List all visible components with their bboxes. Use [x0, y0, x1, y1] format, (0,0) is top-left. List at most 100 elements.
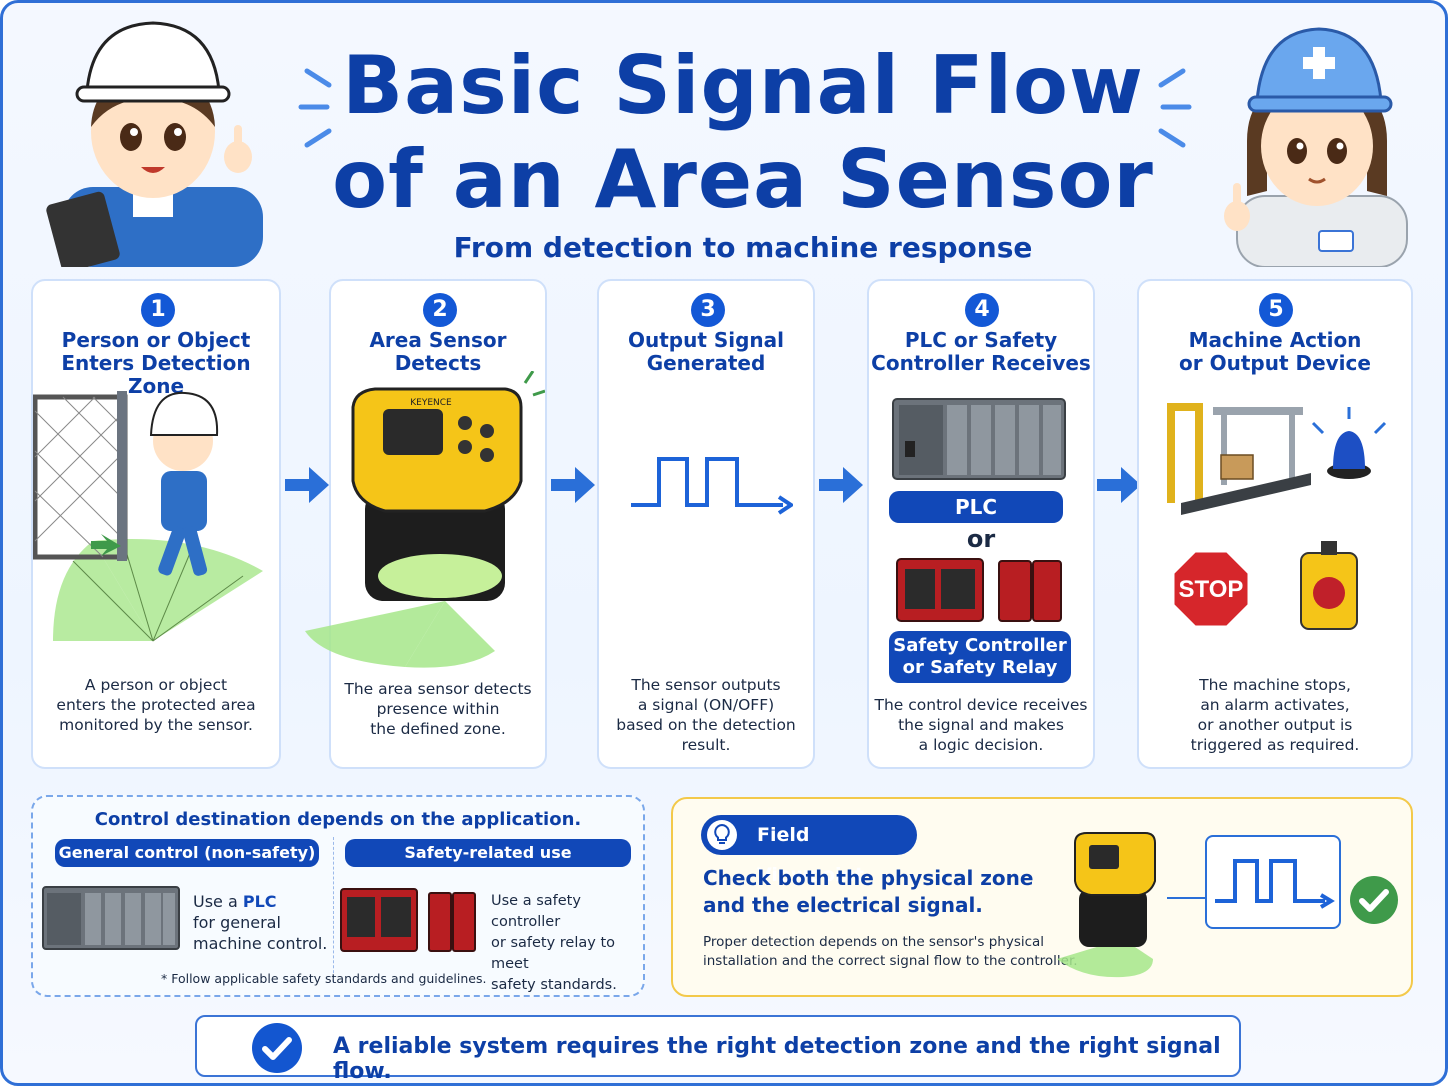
step-description: The area sensor detects presence within …: [331, 679, 545, 739]
checkmark-green-icon: [1350, 876, 1398, 924]
step-description-line: The sensor outputs: [631, 676, 781, 694]
step-description-line: The control device receives: [874, 696, 1088, 714]
field-body-line: installation and the correct signal flow…: [703, 953, 1078, 969]
flow-arrow-right-icon: [285, 467, 329, 503]
general-control-text-line: for general: [193, 913, 281, 932]
step-title-line: Person or Object: [61, 328, 251, 352]
pulse-signal-small-icon: [1215, 859, 1335, 909]
page-subtitle: From detection to machine response: [453, 231, 1033, 264]
field-heading: Check both the physical zone and the ele…: [703, 865, 1033, 919]
step-description: The sensor outputs a signal (ON/OFF) bas…: [599, 675, 813, 755]
area-sensor-small-illustration: [1057, 832, 1156, 978]
title-line-1: Basic Signal Flow: [342, 39, 1144, 132]
or-label: or: [966, 525, 996, 553]
step-description: The control device receives the signal a…: [869, 695, 1093, 755]
step-description-line: result.: [681, 736, 731, 754]
step-description: A person or object enters the protected …: [33, 675, 279, 735]
safety-controller-label-line: Safety Controller: [893, 635, 1067, 656]
step-description-line: the defined zone.: [370, 720, 506, 738]
step-description-line: The machine stops,: [1199, 676, 1351, 694]
step-title-line: PLC or Safety: [904, 328, 1058, 352]
sparkle-right-icon: [1158, 68, 1192, 148]
step-title-line: Controller Receives: [871, 351, 1091, 375]
field-heading-line: and the electrical signal.: [703, 893, 983, 917]
field-body-line: Proper detection depends on the sensor's…: [703, 934, 1045, 950]
lightbulb-icon: [707, 820, 737, 850]
step-number-badge: 1: [141, 293, 175, 327]
safety-controller-illustration: [896, 558, 1062, 622]
sparkle-left-icon: [298, 68, 332, 148]
step-description-line: presence within: [376, 700, 500, 718]
step-title-line: or Output Device: [1179, 351, 1371, 375]
step-description-line: monitored by the sensor.: [59, 716, 253, 734]
flow-arrow-right-icon: [1097, 467, 1141, 503]
safety-use-text-line: Use a safety controller: [491, 893, 581, 930]
safety-use-text: Use a safety controller or safety relay …: [491, 891, 643, 996]
signal-frame: [1205, 835, 1341, 929]
step-description-line: an alarm activates,: [1200, 696, 1350, 714]
general-control-text-prefix: Use a: [193, 892, 243, 911]
step-number-badge: 2: [423, 293, 457, 327]
sensor-brand-text: KEYENCE: [410, 398, 452, 408]
title-line-2: of an Area Sensor: [332, 133, 1154, 226]
flow-arrow-right-icon: [819, 467, 863, 503]
step-description-line: a signal (ON/OFF): [637, 696, 775, 714]
step-description-line: The area sensor detects: [344, 680, 532, 698]
field-body: Proper detection depends on the sensor's…: [703, 933, 1078, 971]
step-description-line: based on the detection: [616, 716, 796, 734]
safety-use-label: Safety-related use: [345, 839, 631, 867]
step-card-2: 2 Area Sensor Detects KEYENCE The area s…: [305, 279, 547, 769]
step-title-line: Enters Detection Zone: [61, 351, 251, 398]
step-card-5: 5 Machine Action or Output Device STOP T…: [1137, 279, 1413, 769]
safety-use-text-line: or safety relay to meet: [491, 935, 616, 972]
safety-controller-small-illustration: [340, 888, 476, 952]
step-title-line: Area Sensor: [369, 328, 507, 352]
step-title-line: Generated: [646, 351, 766, 375]
field-viewpoint-badge: Field Viewpoint: [701, 815, 917, 886]
step-description: The machine stops, an alarm activates, o…: [1139, 675, 1411, 755]
step-description-line: or another output is: [1197, 716, 1353, 734]
safety-controller-label-line: or Safety Relay: [902, 657, 1058, 678]
plc-unit-small-illustration: [42, 886, 180, 950]
safety-note: * Follow applicable safety standards and…: [161, 971, 487, 986]
field-viewpoint-badge-text: Field Viewpoint: [757, 824, 865, 886]
step-card-1: 1 Person or Object Enters Detection Zone: [31, 279, 281, 769]
step-description-line: enters the protected area: [56, 696, 256, 714]
step-description-line: A person or object: [84, 676, 228, 694]
step-title-line: Output Signal: [627, 328, 785, 352]
safety-controller-label: Safety Controller or Safety Relay: [889, 631, 1071, 683]
step-title-line: Machine Action: [1188, 328, 1362, 352]
area-sensor-illustration: KEYENCE: [305, 371, 545, 668]
plc-unit-illustration: [892, 398, 1066, 480]
step-description-line: a logic decision.: [918, 736, 1044, 754]
safety-use-text-line: safety standards.: [491, 977, 617, 993]
worker-male-illustration: [46, 21, 263, 267]
control-destination-panel: Control destination depends on the appli…: [31, 795, 645, 997]
general-control-text: Use a PLC for general machine control.: [193, 891, 327, 954]
general-control-text-line: Use a PLC: [193, 891, 327, 912]
stop-sign-text: STOP: [1179, 576, 1244, 603]
step-title: PLC or Safety Controller Receives: [869, 329, 1093, 375]
step-card-4: 4 PLC or Safety Controller Receives PLC …: [867, 279, 1095, 769]
summary-text: A reliable system requires the right det…: [333, 1034, 1221, 1084]
step-number-badge: 5: [1259, 293, 1293, 327]
divider: [333, 837, 334, 983]
machine-output-illustration: STOP: [1167, 403, 1387, 630]
step-description-line: the signal and makes: [898, 716, 1064, 734]
step-number-badge: 3: [691, 293, 725, 327]
step-number-badge: 4: [965, 293, 999, 327]
person-entering-zone-illustration: [33, 391, 263, 642]
checkmark-blue-icon: [252, 1023, 302, 1073]
step-title: Output Signal Generated: [599, 329, 813, 375]
plc-emphasis: PLC: [242, 892, 277, 911]
step-description-line: triggered as required.: [1190, 736, 1360, 754]
summary-banner: A reliable system requires the right det…: [195, 1015, 1241, 1083]
step-card-3: 3 Output Signal Generated The sensor out…: [597, 279, 815, 769]
control-heading: Control destination depends on the appli…: [94, 809, 582, 830]
step-title: Machine Action or Output Device: [1139, 329, 1411, 375]
flow-arrow-right-icon: [551, 467, 595, 503]
step-title: Area Sensor Detects: [331, 329, 545, 375]
field-heading-line: Check both the physical zone: [703, 866, 1034, 890]
connector-line: [1167, 897, 1205, 899]
